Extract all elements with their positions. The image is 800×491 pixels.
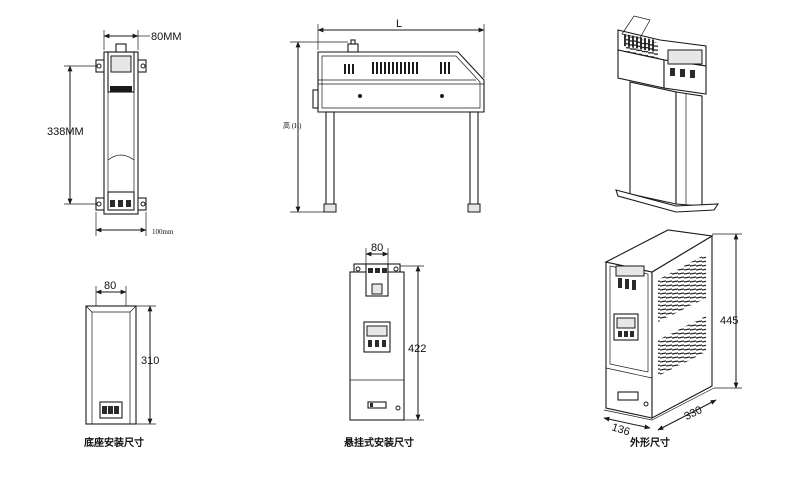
floor-width-label: 80 [104, 280, 116, 292]
side-leg-right [469, 111, 479, 209]
front-base-label: 100mm [152, 228, 174, 236]
wall-mount-view: 80 422 悬挂式安装尺寸 [343, 242, 426, 449]
side-housing [317, 51, 485, 113]
side-height-label: 高 (H) [283, 121, 302, 130]
isometric-view-stand [615, 15, 720, 213]
front-height-label: 338MM [47, 126, 84, 138]
front-view: 80MM 338MM 100mm [47, 30, 182, 236]
outline-width-label: 136 [610, 421, 631, 438]
wall-caption: 悬挂式安装尺寸 [343, 436, 414, 449]
outline-height-label: 445 [720, 315, 738, 327]
side-vent-2 [372, 62, 418, 74]
side-length-label: L [396, 18, 402, 30]
side-view: L 高 (H) [283, 18, 485, 213]
floor-height-label: 310 [141, 355, 159, 367]
outline-depth-label: 330 [682, 404, 704, 423]
side-vent-3 [438, 62, 450, 74]
side-leg-left [325, 111, 335, 209]
wall-height-label: 422 [408, 343, 426, 355]
floor-mount-view: 80 310 底座安装尺寸 [84, 280, 159, 449]
wall-width-label: 80 [371, 242, 383, 254]
outline-caption: 外形尺寸 [629, 436, 670, 449]
front-width-label: 80MM [151, 31, 182, 43]
isometric-view-outline: 445 330 136 外形尺寸 [603, 229, 742, 449]
side-vent-1 [342, 64, 356, 74]
floor-caption: 底座安装尺寸 [84, 436, 144, 449]
